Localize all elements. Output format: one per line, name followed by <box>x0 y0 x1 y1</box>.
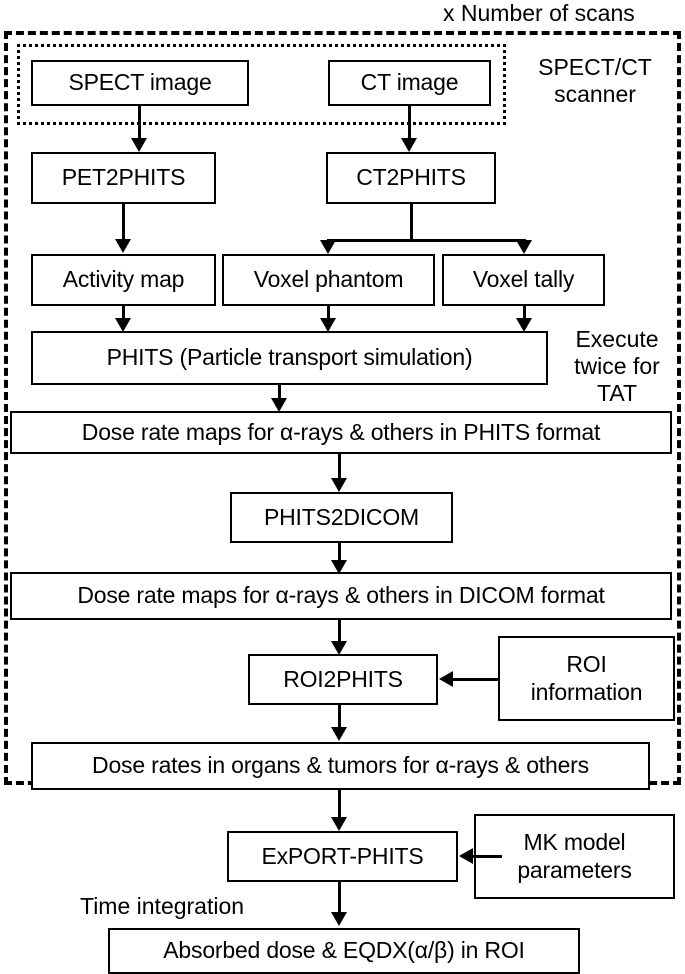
arrow-phits-to-dose-maps-phits <box>271 398 287 412</box>
connector-roi2phits-to-dose-rates-organs <box>338 705 341 731</box>
connector-dose-maps-dicom-to-roi2phits <box>338 620 341 646</box>
arrow-ct-to-ct2phits <box>401 138 417 152</box>
node-mk-model-parameters[interactable]: MK model parameters <box>474 814 675 899</box>
arrow-roi2phits-to-dose-rates-organs <box>331 727 347 741</box>
execute-label-line1: Execute <box>575 326 659 352</box>
connector-dose-maps-to-phits2dicom <box>338 454 341 482</box>
arrow-dose-maps-dicom-to-roi2phits <box>331 641 347 655</box>
node-phits2dicom[interactable]: PHITS2DICOM <box>230 492 453 543</box>
node-voxel-tally[interactable]: Voxel tally <box>442 254 605 306</box>
spect-ct-scanner-label-line2: scanner <box>554 81 636 108</box>
number-of-scans-label: x Number of scans <box>443 0 635 26</box>
execute-label-line3: TAT <box>596 380 638 407</box>
connector-ct-to-ct2phits <box>408 106 411 140</box>
arrow-pet2phits-to-activity-map <box>115 239 131 253</box>
node-ct2phits[interactable]: CT2PHITS <box>326 152 496 204</box>
node-export-phits[interactable]: ExPORT-PHITS <box>227 831 458 882</box>
arrow-voxel-phantom-to-phits <box>320 318 336 332</box>
arrow-phits2dicom-to-dose-maps-dicom <box>331 560 347 574</box>
roi-information-line1: ROI <box>566 651 607 678</box>
spect-ct-scanner-container <box>17 44 506 125</box>
connector-phits-to-dose-maps-phits <box>278 385 281 405</box>
connector-mk-model-to-export-phits <box>472 855 502 858</box>
node-absorbed-dose-eqdx[interactable]: Absorbed dose & EQDX(α/β) in ROI <box>108 928 580 974</box>
execute-label-line2: twice for <box>574 353 660 380</box>
connector-export-phits-to-absorbed-dose <box>338 882 341 918</box>
node-spect-image[interactable]: SPECT image <box>31 60 249 106</box>
arrow-roi-info-to-roi2phits <box>439 671 453 687</box>
node-activity-map[interactable]: Activity map <box>31 254 216 306</box>
connector-voxel-tally-to-phits <box>523 306 526 322</box>
arrow-ct2phits-to-voxel-tally <box>516 240 532 254</box>
roi-information-line2: information <box>530 678 643 705</box>
connector-roi-info-to-roi2phits <box>452 678 500 681</box>
connector-spect-to-pet2phits <box>138 106 141 140</box>
node-dose-rates-organs-tumors[interactable]: Dose rates in organs & tumors for α-rays… <box>31 742 650 790</box>
spect-ct-scanner-label: SPECT/CT scanner <box>512 54 678 108</box>
node-dose-rate-maps-dicom-format[interactable]: Dose rate maps for α-rays & others in DI… <box>10 572 672 620</box>
connector-ct2phits-stem <box>410 204 413 241</box>
mk-model-line2: parameters <box>517 856 632 883</box>
arrow-mk-model-to-export-phits <box>459 848 473 864</box>
arrow-export-phits-to-absorbed-dose <box>331 912 347 926</box>
arrow-dose-maps-to-phits2dicom <box>331 478 347 492</box>
execute-twice-label: Execute twice for TAT <box>553 326 681 407</box>
time-integration-label: Time integration <box>80 893 245 919</box>
spect-ct-scanner-label-line1: SPECT/CT <box>538 54 652 80</box>
node-voxel-phantom[interactable]: Voxel phantom <box>222 254 435 306</box>
node-phits-simulation[interactable]: PHITS (Particle transport simulation) <box>31 331 548 385</box>
arrow-spect-to-pet2phits <box>131 138 147 152</box>
connector-voxel-phantom-to-phits <box>327 306 330 322</box>
arrow-activity-map-to-phits <box>115 318 131 332</box>
connector-dose-rates-to-export-phits <box>338 790 341 822</box>
mk-model-line1: MK model <box>523 829 626 856</box>
connector-pet2phits-to-activity-map <box>122 204 125 240</box>
arrow-dose-rates-to-export-phits <box>331 817 347 831</box>
node-ct-image[interactable]: CT image <box>328 60 491 106</box>
connector-activity-map-to-phits <box>122 306 125 322</box>
arrow-voxel-tally-to-phits <box>516 318 532 332</box>
node-dose-rate-maps-phits-format[interactable]: Dose rate maps for α-rays & others in PH… <box>10 411 672 454</box>
connector-phits2dicom-to-dose-maps-dicom <box>338 543 341 567</box>
node-roi2phits[interactable]: ROI2PHITS <box>248 654 438 705</box>
arrow-ct2phits-to-voxel-phantom <box>320 240 336 254</box>
node-pet2phits[interactable]: PET2PHITS <box>31 152 216 204</box>
connector-ct2phits-split <box>327 239 526 242</box>
node-roi-information[interactable]: ROI information <box>498 636 675 721</box>
